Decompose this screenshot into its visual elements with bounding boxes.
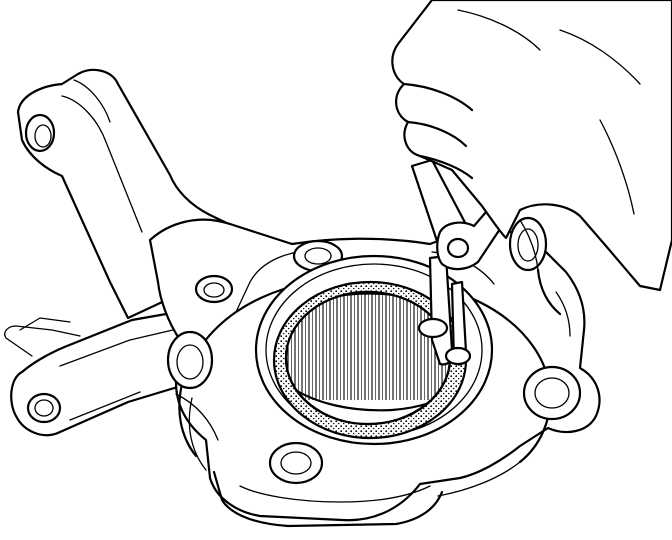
hand bbox=[391, 0, 672, 316]
hub-bore bbox=[254, 254, 494, 446]
bolt-hole-bottom bbox=[268, 441, 324, 485]
screwdriver-tool bbox=[410, 158, 504, 366]
lower-arm-hole bbox=[26, 392, 62, 424]
upper-arm-hole bbox=[24, 113, 56, 153]
bolt-hole-upper-left bbox=[194, 274, 234, 304]
tool-tip-loop bbox=[417, 317, 449, 339]
bolt-holes bbox=[166, 216, 582, 485]
bolt-hole-right bbox=[522, 365, 582, 421]
bolt-hole-upper-right bbox=[508, 216, 548, 272]
bolt-hole-left bbox=[166, 330, 214, 390]
